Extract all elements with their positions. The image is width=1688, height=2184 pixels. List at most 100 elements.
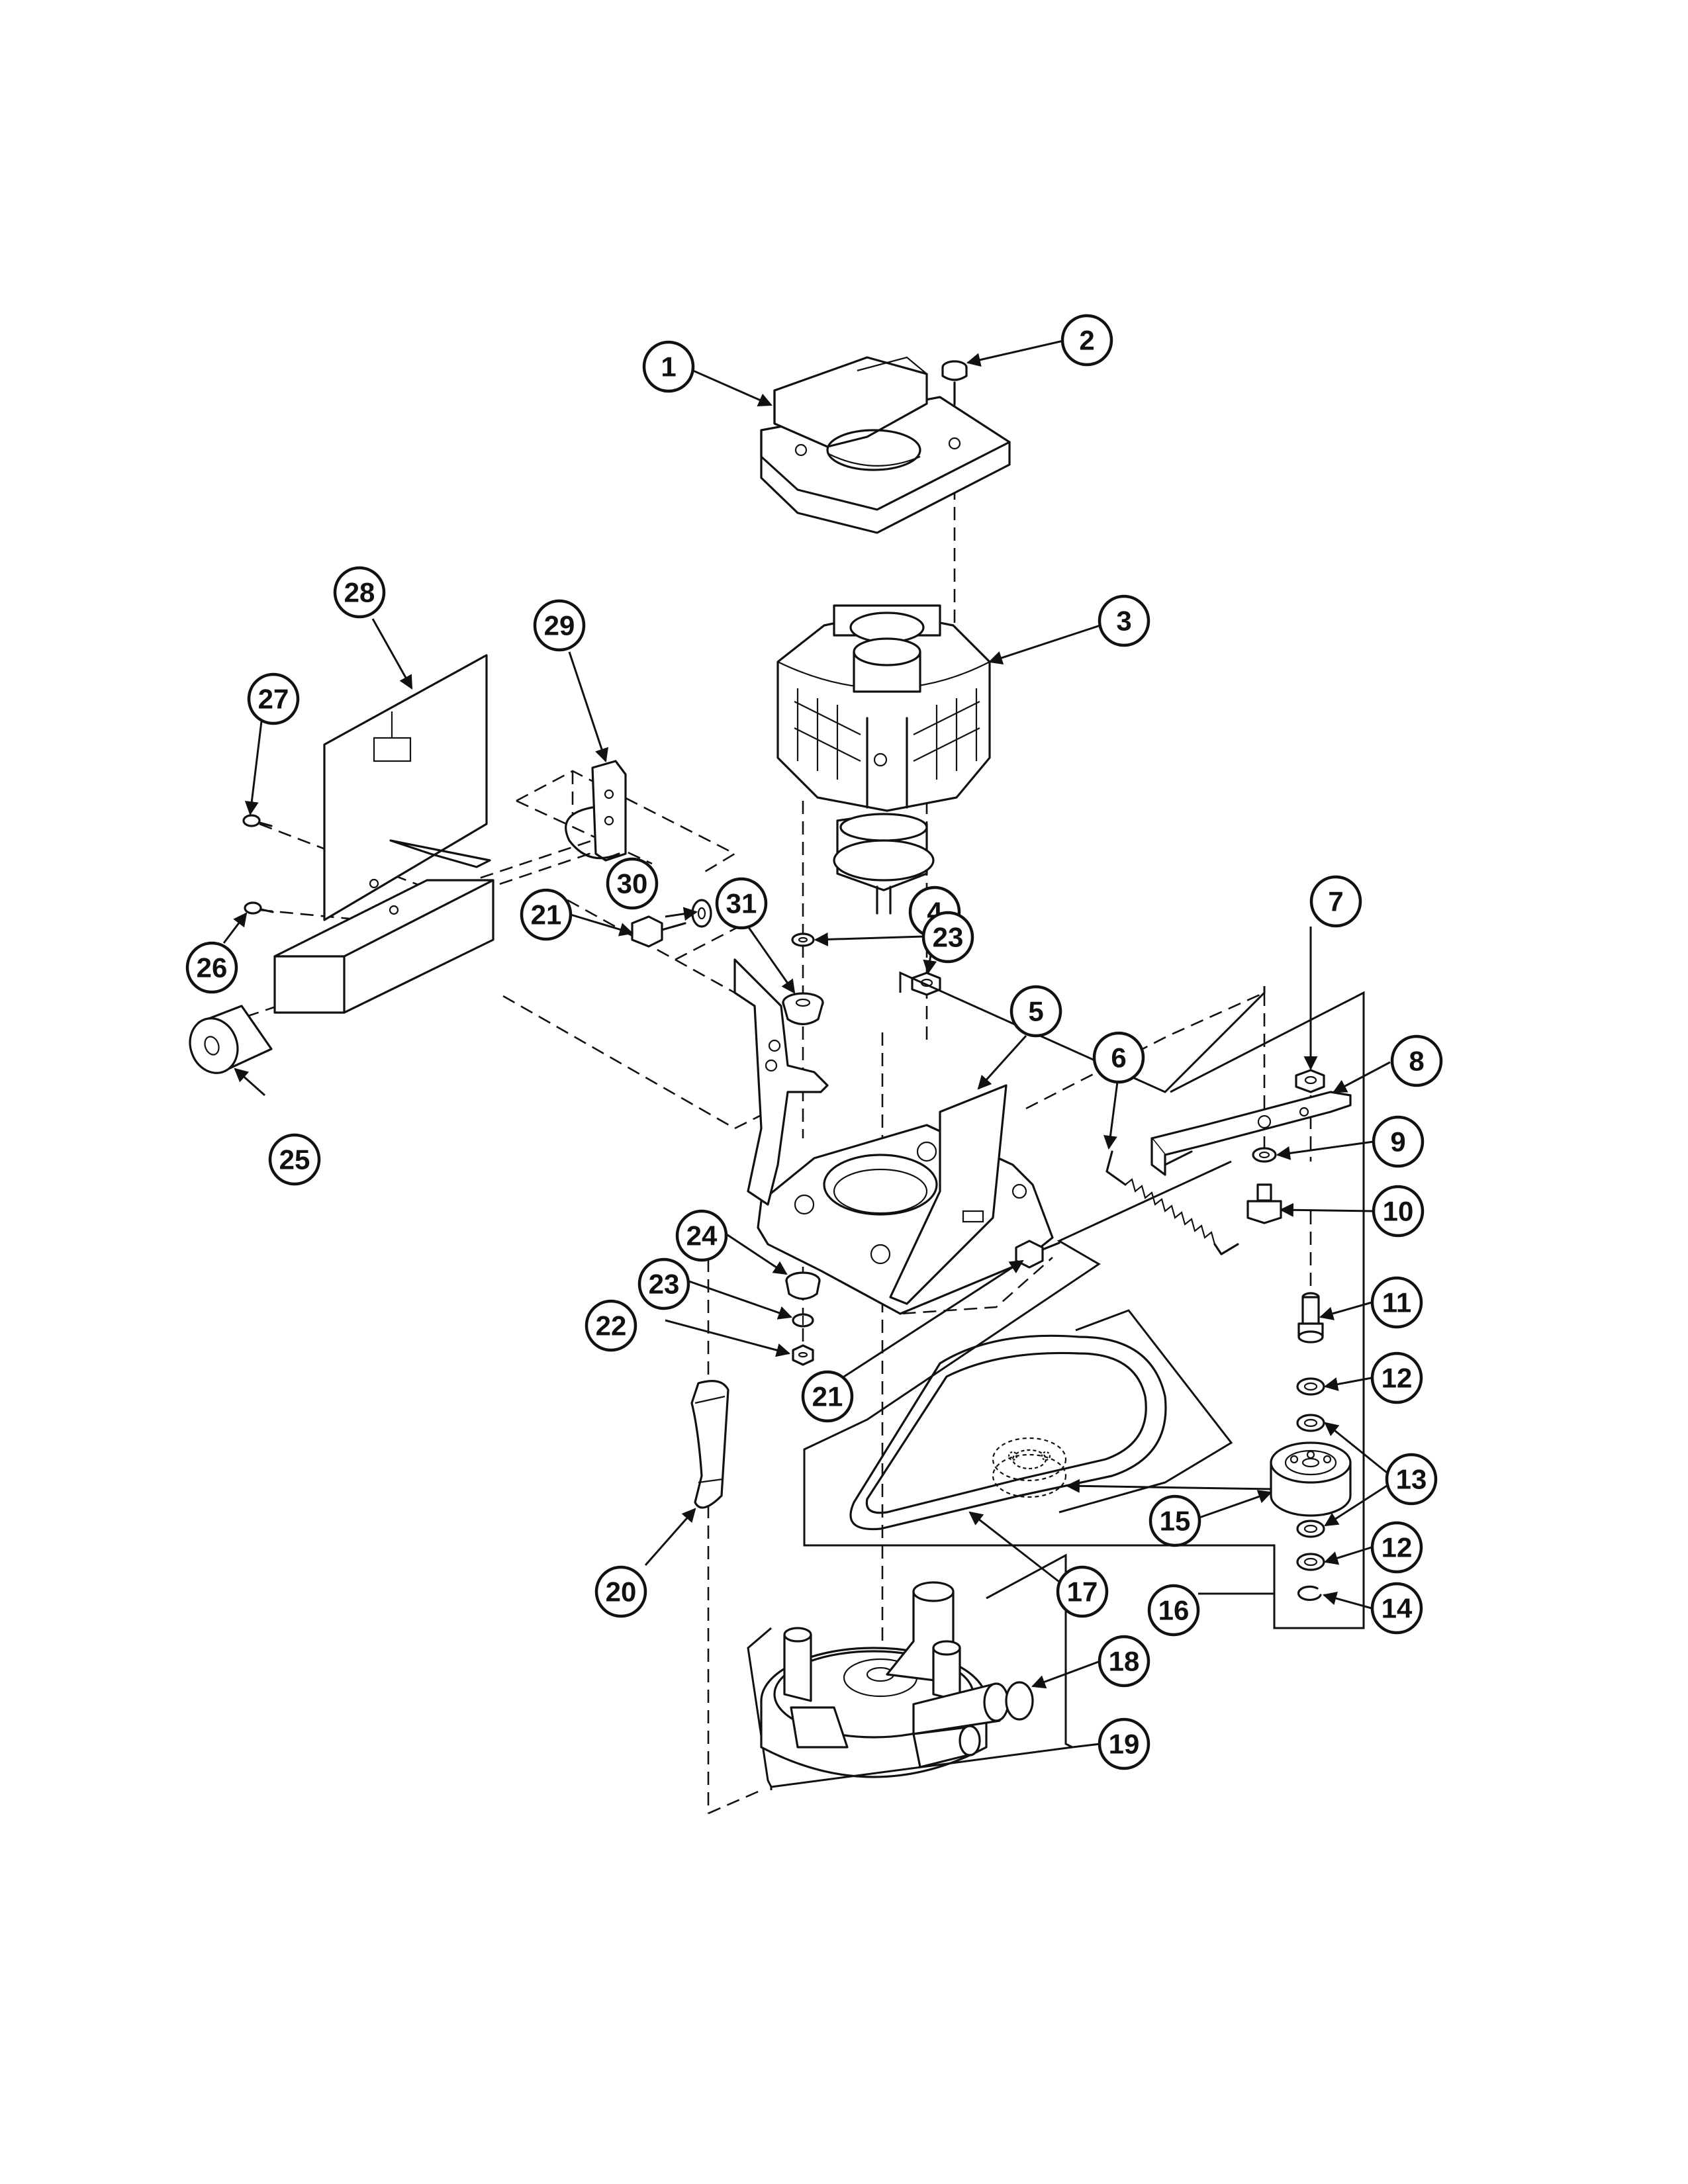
capacitor-shield xyxy=(323,654,491,921)
svg-text:23: 23 xyxy=(649,1269,680,1300)
svg-text:6: 6 xyxy=(1111,1042,1126,1073)
svg-text:8: 8 xyxy=(1409,1046,1424,1077)
svg-text:31: 31 xyxy=(726,888,757,919)
hex-bolt xyxy=(1015,1240,1060,1269)
leader-lines xyxy=(222,340,1391,1788)
svg-text:21: 21 xyxy=(812,1381,843,1412)
svg-text:5: 5 xyxy=(1028,996,1043,1027)
callout-9: 9 xyxy=(1372,1115,1425,1168)
drive-pulley xyxy=(992,1437,1067,1498)
svg-text:2: 2 xyxy=(1079,325,1094,356)
drive-motor xyxy=(776,604,991,915)
svg-text:11: 11 xyxy=(1382,1287,1411,1318)
svg-text:1: 1 xyxy=(661,351,676,383)
svg-text:23: 23 xyxy=(933,922,964,953)
grommet xyxy=(791,933,815,947)
svg-text:15: 15 xyxy=(1160,1506,1191,1537)
washer xyxy=(1296,1414,1325,1432)
nut xyxy=(792,1344,814,1366)
screw xyxy=(242,814,273,827)
drain-pump xyxy=(760,1581,1034,1778)
motor-cover xyxy=(760,356,1011,534)
callout-21: 21 xyxy=(520,888,573,941)
lock-washer xyxy=(691,899,712,928)
callout-22: 22 xyxy=(585,1299,637,1352)
callout-13: 13 xyxy=(1385,1453,1438,1506)
callout-21: 21 xyxy=(801,1370,854,1423)
svg-text:14: 14 xyxy=(1382,1593,1413,1624)
svg-text:22: 22 xyxy=(596,1310,627,1342)
callout-8: 8 xyxy=(1390,1034,1443,1087)
callout-27: 27 xyxy=(247,672,300,725)
callout-23: 23 xyxy=(921,911,974,964)
svg-text:19: 19 xyxy=(1109,1729,1140,1760)
callout-7: 7 xyxy=(1309,875,1362,928)
svg-text:30: 30 xyxy=(617,868,648,899)
callout-30: 30 xyxy=(606,857,659,910)
pulley-stud xyxy=(1297,1292,1324,1343)
tension-spring xyxy=(1105,1150,1239,1255)
screw xyxy=(244,901,274,915)
svg-text:7: 7 xyxy=(1328,886,1343,917)
callout-12: 12 xyxy=(1370,1521,1423,1574)
callout-14: 14 xyxy=(1370,1582,1423,1635)
grommet xyxy=(792,1313,814,1328)
idler-arm xyxy=(1150,1091,1352,1176)
retaining-ring xyxy=(1297,1585,1322,1601)
idler-assembly-outline xyxy=(803,971,1365,1629)
idler-pulley xyxy=(1270,1441,1352,1517)
callout-3: 3 xyxy=(1098,594,1150,647)
rubber-mount xyxy=(785,1271,821,1300)
svg-text:24: 24 xyxy=(686,1220,718,1251)
pump-group-outline xyxy=(747,1553,1073,1790)
svg-text:10: 10 xyxy=(1383,1196,1414,1227)
callout-20: 20 xyxy=(594,1565,647,1618)
svg-text:17: 17 xyxy=(1067,1576,1098,1608)
washer xyxy=(1252,1147,1277,1163)
callout-11: 11 xyxy=(1370,1276,1423,1329)
svg-text:16: 16 xyxy=(1158,1595,1190,1626)
svg-text:18: 18 xyxy=(1109,1646,1140,1677)
svg-text:27: 27 xyxy=(258,684,289,715)
callout-6: 6 xyxy=(1092,1031,1145,1084)
callout-1: 1 xyxy=(642,340,695,393)
rubber-mount xyxy=(782,992,824,1026)
hose-clip xyxy=(690,1380,729,1509)
callout-25: 25 xyxy=(268,1133,321,1186)
capacitor-clamp xyxy=(565,760,627,862)
callout-12: 12 xyxy=(1370,1351,1423,1404)
callout-2: 2 xyxy=(1060,314,1113,367)
svg-text:28: 28 xyxy=(344,577,375,608)
callout-16: 16 xyxy=(1147,1584,1200,1637)
hex-bolt xyxy=(631,915,686,948)
svg-text:20: 20 xyxy=(606,1576,637,1608)
callout-31: 31 xyxy=(715,877,768,930)
drive-belt xyxy=(849,1309,1233,1531)
svg-text:25: 25 xyxy=(279,1144,310,1175)
shoulder-bolt xyxy=(1246,1183,1282,1224)
svg-text:12: 12 xyxy=(1382,1363,1413,1394)
screw xyxy=(941,360,968,405)
svg-text:12: 12 xyxy=(1382,1532,1413,1563)
callout-28: 28 xyxy=(333,566,386,619)
callout-5: 5 xyxy=(1009,985,1062,1038)
callout-29: 29 xyxy=(533,599,586,652)
nut xyxy=(1295,1069,1325,1093)
capacitor xyxy=(189,1005,273,1074)
callout-19: 19 xyxy=(1098,1717,1150,1770)
svg-text:9: 9 xyxy=(1390,1126,1405,1158)
callout-10: 10 xyxy=(1372,1185,1425,1238)
callout-18: 18 xyxy=(1098,1635,1150,1688)
svg-text:26: 26 xyxy=(197,952,228,983)
svg-text:13: 13 xyxy=(1396,1464,1427,1495)
callout-24: 24 xyxy=(675,1209,728,1262)
callout-26: 26 xyxy=(185,941,238,994)
svg-text:3: 3 xyxy=(1116,606,1131,637)
washer xyxy=(1296,1377,1325,1396)
capacitor-box xyxy=(273,878,494,1014)
callout-17: 17 xyxy=(1056,1565,1109,1618)
svg-text:21: 21 xyxy=(531,899,562,931)
washer xyxy=(1296,1553,1325,1571)
callout-23: 23 xyxy=(637,1257,690,1310)
